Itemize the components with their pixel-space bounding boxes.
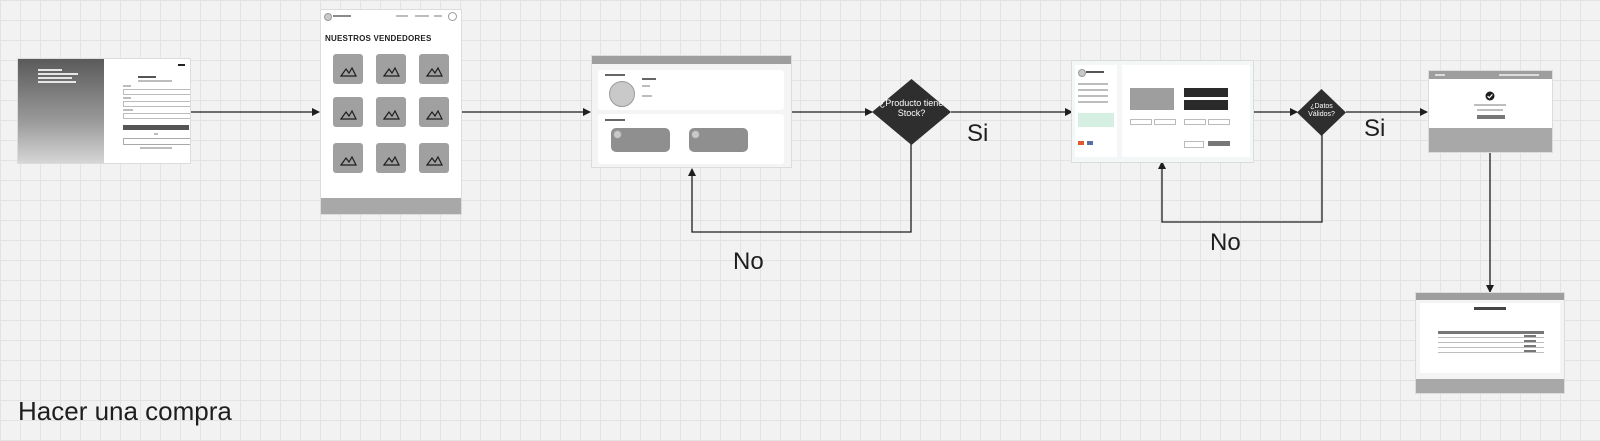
orders-table-header <box>1438 331 1544 334</box>
total-amount-box <box>1078 113 1114 127</box>
vendor-tile <box>419 97 449 127</box>
login-google-button <box>123 138 190 145</box>
connector-stock-no-loop <box>688 143 912 233</box>
login-submit-button <box>123 125 189 130</box>
vendor-tile <box>419 143 449 173</box>
logo-icon <box>1078 69 1086 77</box>
logo-icon <box>324 13 332 21</box>
vendor-tile <box>333 143 363 173</box>
vendor-tile <box>376 97 406 127</box>
vendors-screen-thumbnail: NUESTROS VENDEDORES <box>321 10 461 214</box>
confirmation-screen-thumbnail <box>1429 71 1552 152</box>
vendor-tile <box>333 97 363 127</box>
vendor-tile <box>419 54 449 84</box>
seller-avatar <box>609 81 635 107</box>
image-placeholder-icons <box>339 66 443 166</box>
seller-profile-screen-thumbnail <box>592 56 791 167</box>
data-decision-diamond <box>1297 89 1346 136</box>
connector-data-no-loop <box>1158 134 1323 223</box>
stock-yes-label: Si <box>967 120 989 147</box>
orders-screen-thumbnail <box>1416 293 1564 393</box>
pay-button <box>1208 141 1230 146</box>
vendors-footer <box>321 198 461 214</box>
vendor-tile <box>376 54 406 84</box>
data-decision-label: ¿Datos Válidos? <box>1308 103 1335 118</box>
stock-decision-label: ¿Producto tiene Stock? <box>879 98 944 118</box>
login-screen-thumbnail <box>18 59 190 163</box>
vendor-tile <box>333 54 363 84</box>
card-option <box>1130 88 1174 110</box>
vendors-heading: NUESTROS VENDEDORES <box>325 34 432 43</box>
login-hero-image <box>18 59 104 163</box>
data-yes-label: Si <box>1364 115 1386 142</box>
stock-no-label: No <box>733 248 764 275</box>
view-orders-button <box>1477 115 1505 119</box>
stock-decision-diamond <box>872 79 951 145</box>
vendor-tile <box>376 143 406 173</box>
payment-screen-thumbnail <box>1072 61 1253 162</box>
user-avatar-icon <box>448 12 457 21</box>
board-title: Hacer una compra <box>18 396 232 426</box>
success-check-icon <box>1485 91 1495 101</box>
cancel-button <box>1184 141 1204 148</box>
data-no-label: No <box>1210 229 1241 256</box>
